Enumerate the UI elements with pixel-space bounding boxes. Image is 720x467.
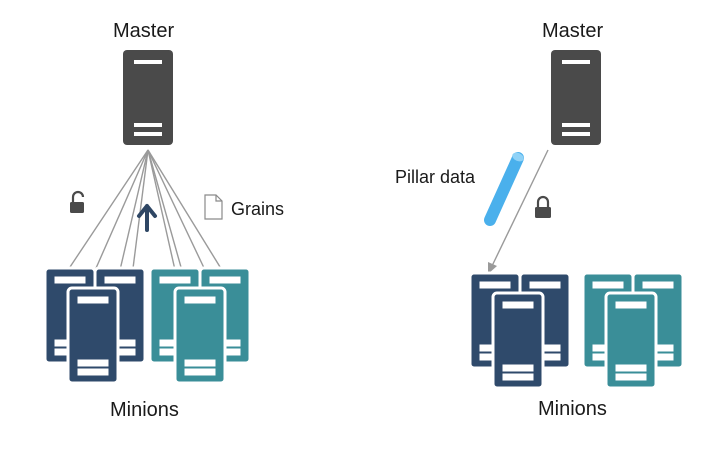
pillar-connection-line bbox=[491, 149, 549, 267]
pillar-data-label: Pillar data bbox=[395, 167, 476, 187]
left-minion-server-icon bbox=[173, 286, 227, 385]
left-master-label: Master bbox=[113, 20, 175, 42]
pillar-cylinder-icon bbox=[484, 152, 524, 226]
right-minion-server-icon bbox=[604, 291, 658, 390]
left-minions-navy bbox=[43, 266, 147, 385]
right-panel bbox=[468, 50, 685, 390]
left-minions-teal bbox=[148, 266, 252, 385]
left-minions-label: Minions bbox=[110, 399, 179, 421]
document-icon bbox=[204, 194, 223, 220]
left-panel bbox=[43, 50, 252, 385]
left-master-server-icon bbox=[123, 50, 173, 145]
left-minion-server-icon bbox=[66, 286, 120, 385]
right-minions-teal bbox=[581, 271, 685, 390]
right-minions-navy bbox=[468, 271, 572, 390]
unlocked-padlock-icon bbox=[70, 190, 85, 213]
locked-padlock-icon bbox=[535, 195, 551, 218]
right-master-label: Master bbox=[542, 20, 604, 42]
right-master-server-icon bbox=[551, 50, 601, 145]
grains-label: Grains bbox=[231, 199, 285, 219]
left-connection-lines bbox=[67, 149, 226, 293]
right-minions-label: Minions bbox=[538, 398, 607, 420]
right-minion-server-icon bbox=[491, 291, 545, 390]
up-arrow-icon bbox=[137, 204, 157, 232]
pillar-arrowhead-icon bbox=[488, 262, 497, 274]
